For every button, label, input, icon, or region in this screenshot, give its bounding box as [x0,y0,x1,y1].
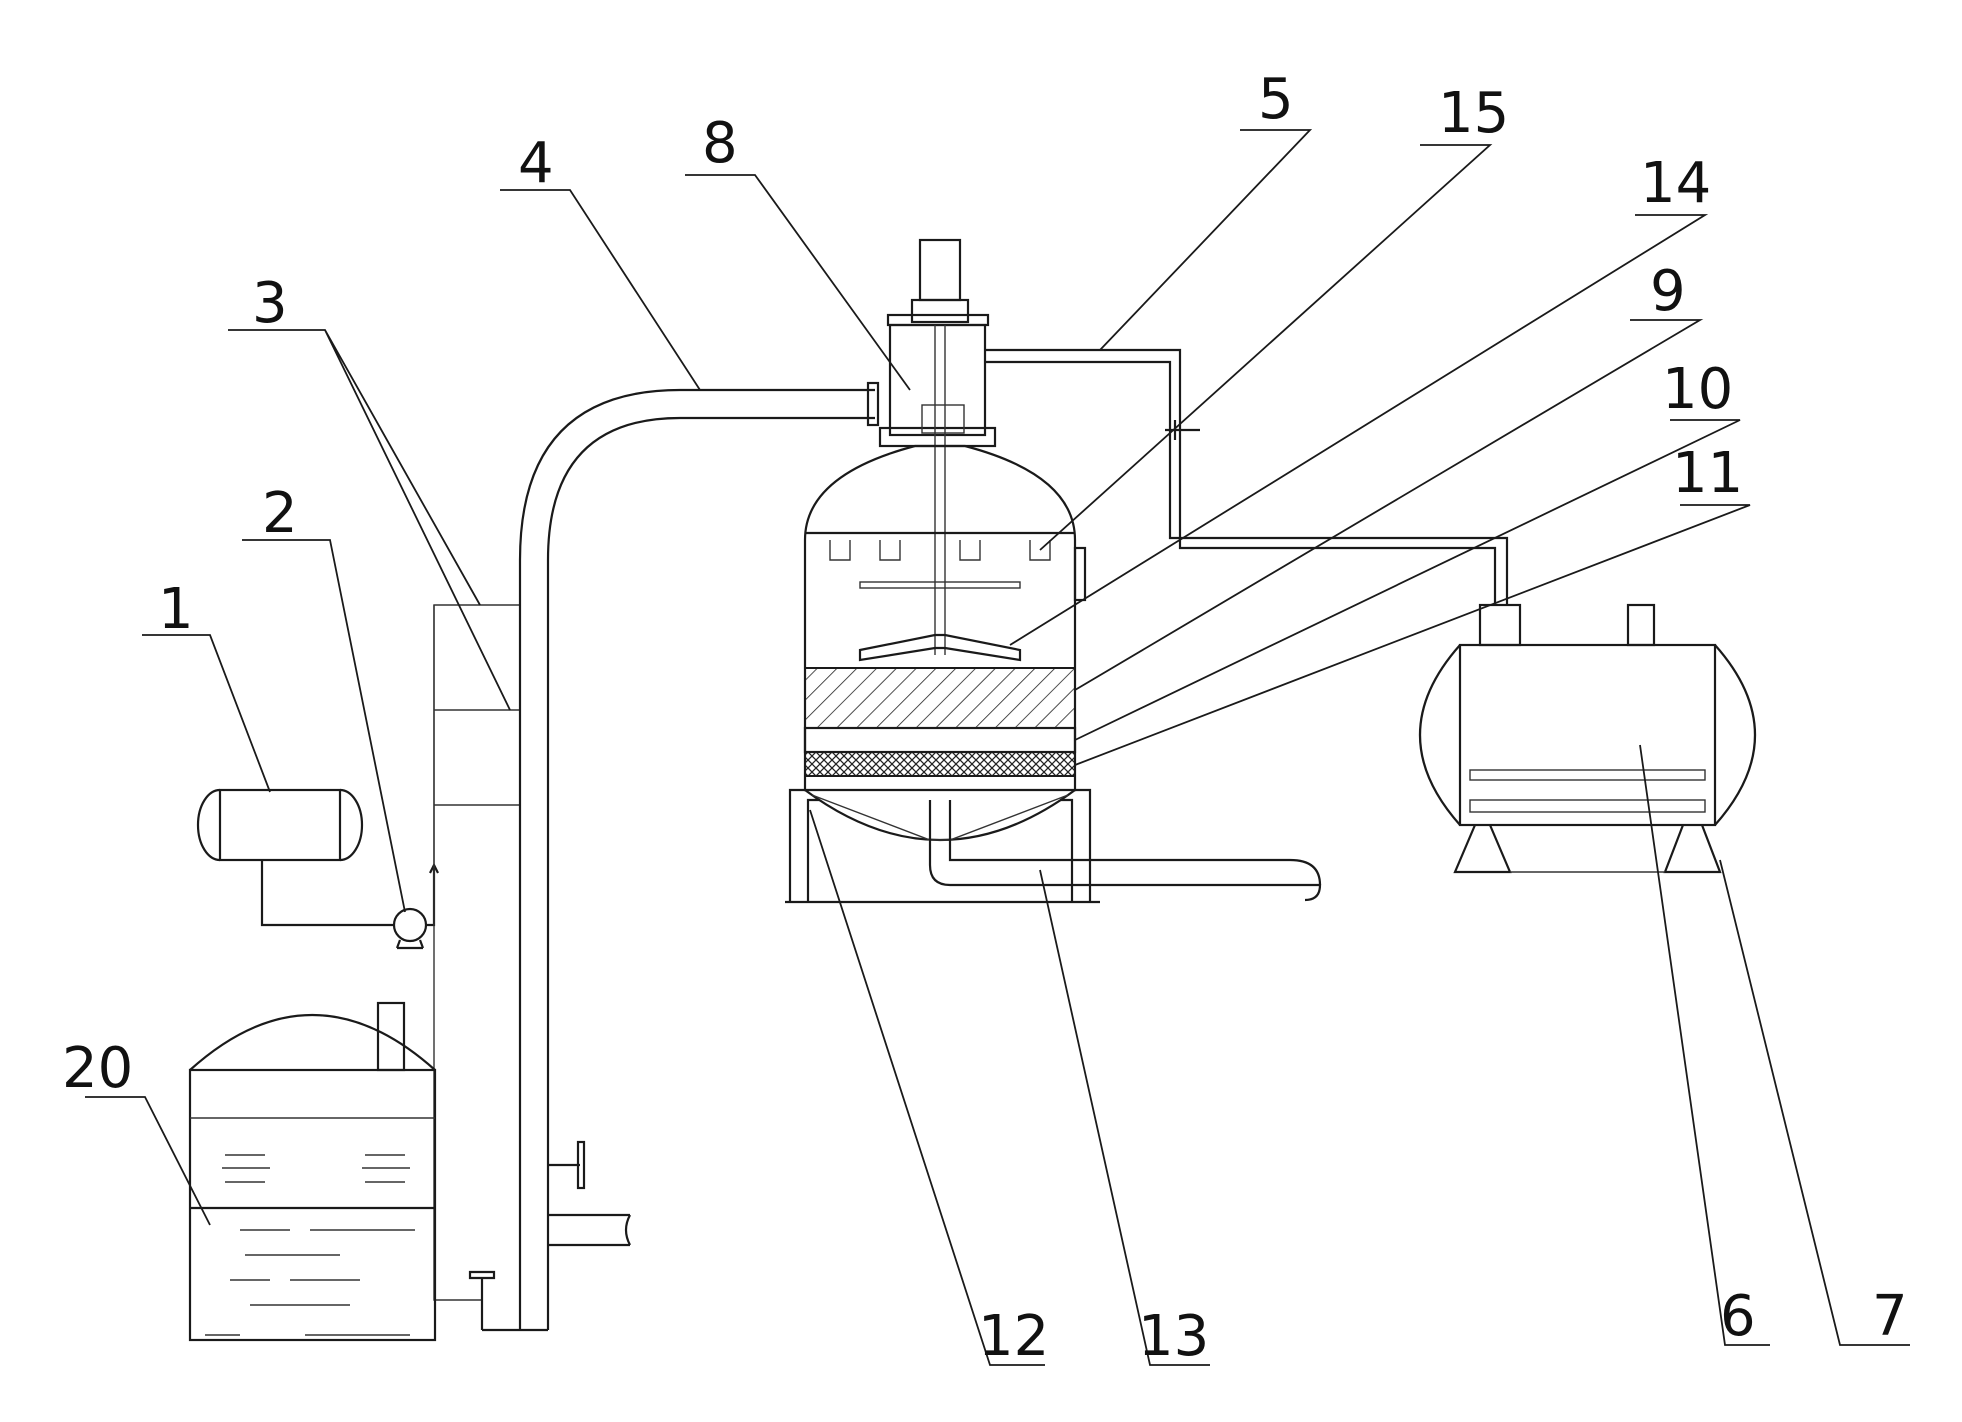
callout-9: 9 [1650,259,1686,324]
callout-6: 6 [1720,1284,1756,1349]
callout-3: 3 [252,271,288,336]
callout-10: 10 [1662,357,1733,422]
callout-2: 2 [262,481,298,546]
callout-11: 11 [1672,441,1743,506]
open-tank [188,1001,437,1342]
callout-5: 5 [1258,67,1294,132]
callout-labels: 1 2 3 4 5 6 7 8 9 10 11 12 13 14 15 20 [62,67,1908,1369]
callout-4: 4 [518,131,554,196]
callout-20: 20 [62,1036,133,1101]
small-storage-tank [196,788,395,927]
callout-1: 1 [158,577,194,642]
feed-riser-pipe [468,381,880,1332]
reactor-vessel [785,238,1322,904]
filter-bed [804,667,1076,729]
vapour-line [985,348,1509,605]
callout-8: 8 [702,111,738,176]
callout-12: 12 [978,1304,1049,1369]
callout-7: 7 [1872,1284,1908,1349]
pump [392,862,439,950]
receiver-vessel [1419,603,1756,874]
support-layer [804,751,1076,777]
leader-lines [85,129,1910,1366]
dosing-lines [433,604,520,1301]
callout-13: 13 [1138,1304,1209,1369]
callout-15: 15 [1438,81,1509,146]
callout-14: 14 [1640,151,1711,216]
